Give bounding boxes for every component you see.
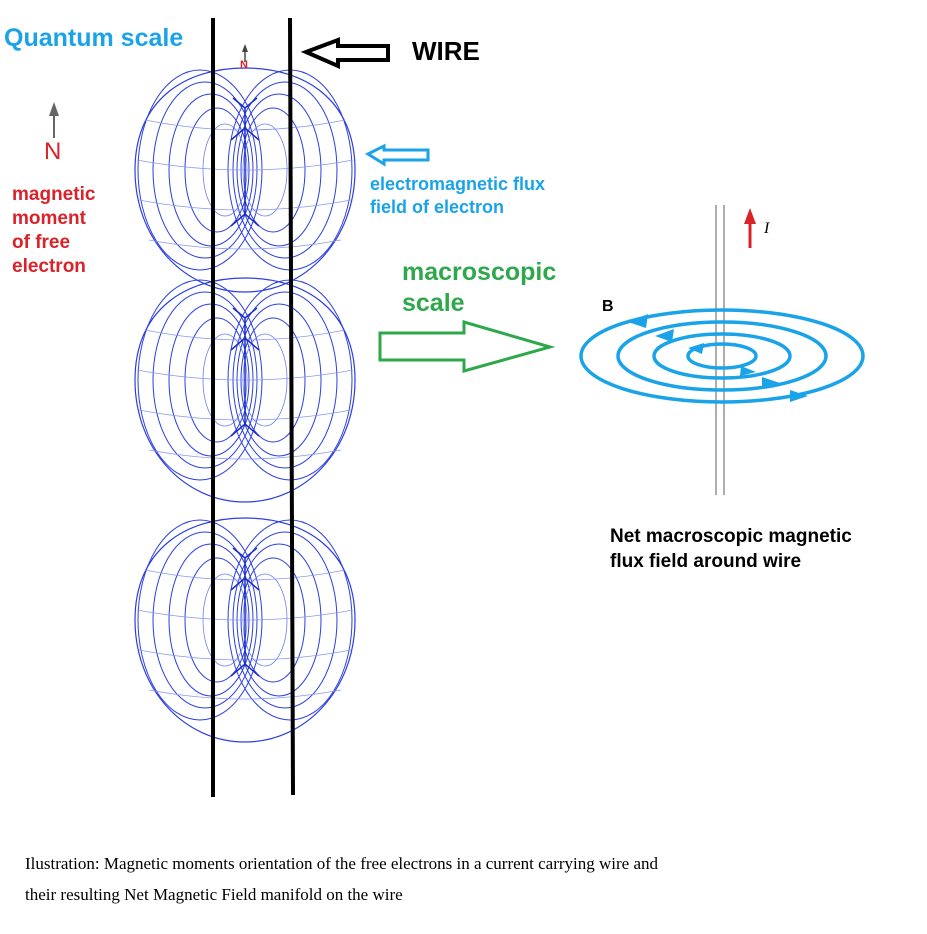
current-arrow-icon [744, 208, 756, 248]
electron-field-bottom [134, 517, 356, 743]
macro-scale-arrow [378, 320, 556, 373]
flux-label-line1: electromagnetic flux [370, 174, 546, 194]
moment-line: electron [12, 256, 86, 277]
b-field-rings [579, 308, 865, 404]
moment-line: moment [12, 208, 86, 229]
moment-line: magnetic [12, 184, 96, 205]
macro-line: scale [402, 289, 465, 317]
flux-pointer-arrow [364, 143, 430, 167]
illustration-caption: Ilustration: Magnetic moments orientatio… [25, 848, 905, 910]
quantum-scale-title: Quantum scale [4, 24, 184, 52]
wire-pointer-arrow [300, 37, 390, 70]
north-label-small: N [240, 59, 248, 71]
b-field-direction-arrows [628, 314, 808, 402]
b-field-label: B [602, 298, 614, 315]
wire-label: WIRE [412, 36, 480, 66]
net-line: Net macroscopic magnetic [610, 526, 852, 547]
current-label: I [764, 220, 770, 237]
magnetic-moment-label: magnetic moment of free electron [12, 183, 95, 279]
north-arrow-small-icon [242, 44, 248, 62]
macro-line: macroscopic [402, 258, 557, 286]
electron-field-middle [134, 277, 356, 503]
net-field-label: Net macroscopic magnetic flux field arou… [610, 524, 852, 574]
electron-field-top [134, 67, 356, 293]
macroscopic-scale-label: macroscopic scale [402, 257, 556, 319]
caption-line: Ilustration: Magnetic moments orientatio… [25, 854, 659, 873]
net-line: flux field around wire [610, 551, 802, 572]
caption-line: their resulting Net Magnetic Field manif… [25, 885, 403, 904]
north-label: N [44, 138, 62, 165]
north-arrow-icon [49, 102, 59, 138]
moment-line: of free [12, 232, 71, 253]
flux-label-line2: field of electron [370, 197, 505, 217]
wire-right-line [288, 17, 295, 796]
